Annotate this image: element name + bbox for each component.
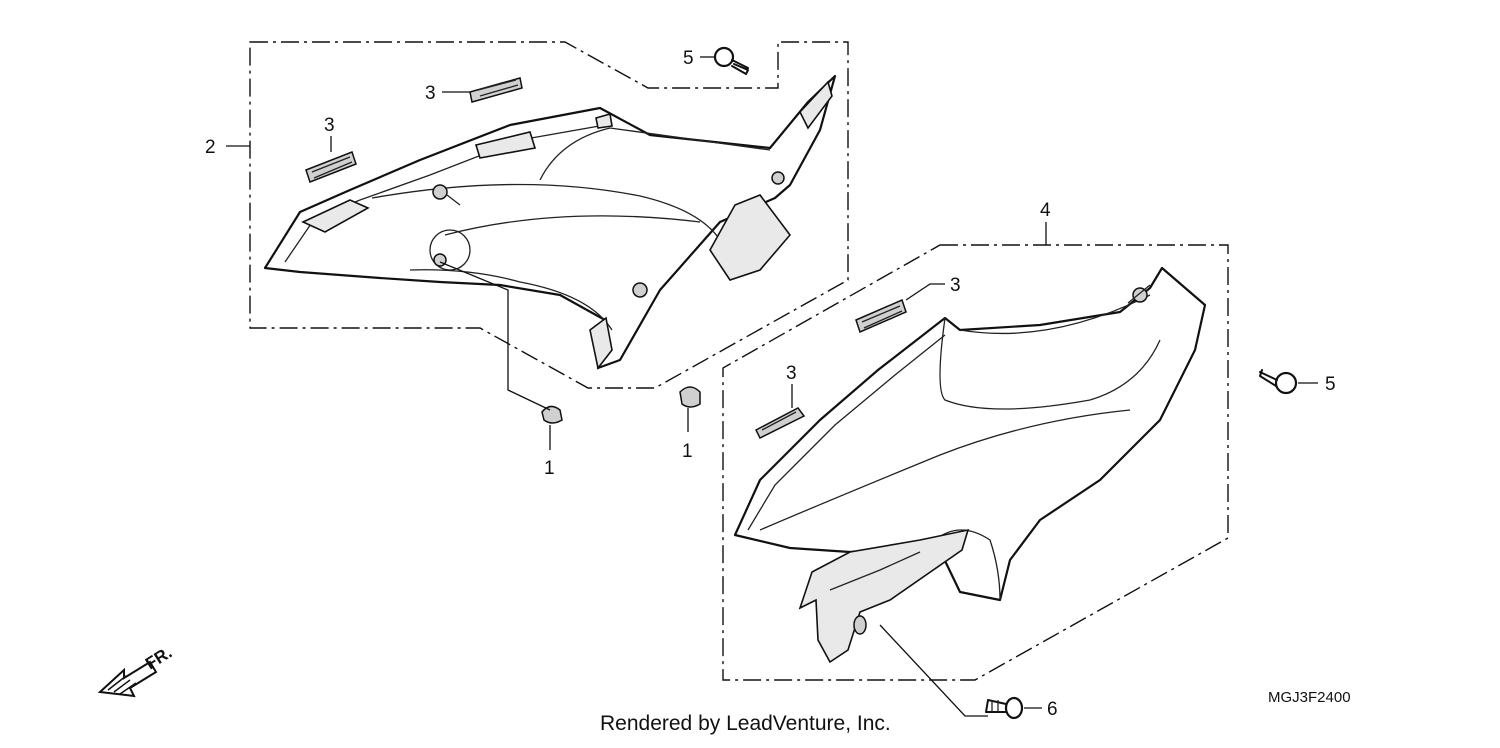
right-side-cover [733, 266, 1207, 664]
grommet-1-right [679, 386, 701, 408]
seal-pad-3a [469, 77, 523, 103]
callout-1b: 1 [682, 441, 693, 462]
front-direction-marker: FR. [97, 643, 175, 698]
seal-pad-3d [755, 407, 806, 440]
callout-5a: 5 [683, 48, 694, 69]
callout-3d: 3 [786, 363, 797, 384]
seal-pad-3b [305, 151, 357, 183]
callout-2: 2 [205, 137, 216, 158]
front-arrow-icon [97, 660, 158, 698]
screw-5-top [713, 46, 749, 75]
callout-5b: 5 [1325, 374, 1336, 395]
frame-right-assembly [722, 244, 1229, 681]
callout-1a: 1 [544, 458, 555, 479]
screw-5-right [1259, 369, 1298, 395]
seal-pad-3c [855, 298, 907, 334]
callout-3b: 3 [324, 115, 335, 136]
grommet-1-left [541, 405, 563, 424]
leader-1a [439, 261, 551, 450]
callout-4: 4 [1040, 200, 1051, 221]
callout-3a: 3 [425, 83, 436, 104]
callout-6: 6 [1047, 699, 1058, 720]
render-credit: Rendered by LeadVenture, Inc. [600, 712, 891, 735]
diagram-code: MGJ3F2400 [1268, 689, 1351, 706]
leader-6 [879, 624, 1042, 717]
callout-3c: 3 [950, 275, 961, 296]
leader-3c [905, 283, 945, 301]
frame-left-assembly [249, 41, 849, 389]
screw-6 [985, 696, 1024, 720]
left-side-cover [263, 74, 837, 370]
